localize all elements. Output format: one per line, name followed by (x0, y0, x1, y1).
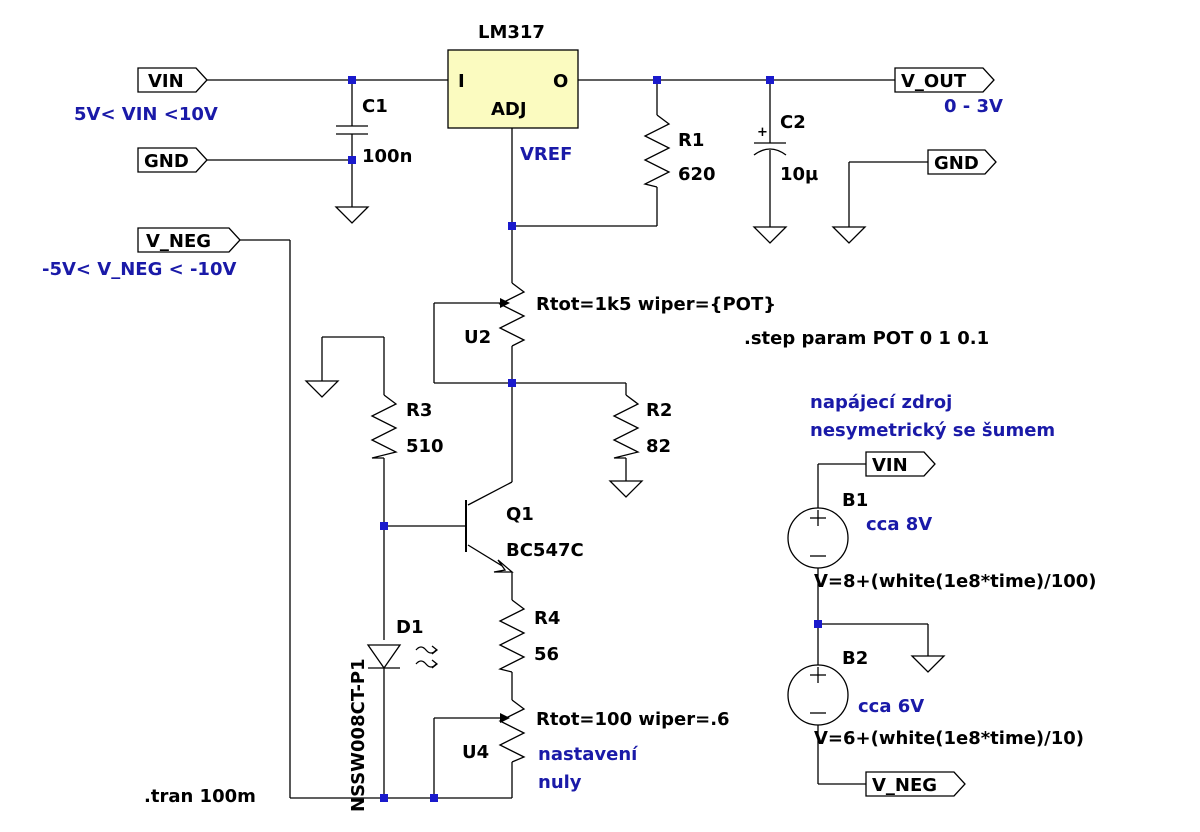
source-b1: B1 V=8+(white(1e8*time)/100) (787, 490, 1097, 592)
transistor-q1: Q1 BC547C (465, 500, 584, 573)
port-vin-top: VIN (137, 67, 208, 93)
svg-text:BC547C: BC547C (506, 540, 584, 561)
ground-symbols (304, 206, 946, 673)
port-v-neg-left: V_NEG (137, 227, 241, 253)
svg-text:620: 620 (678, 164, 716, 185)
svg-text:Rtot=1k5 wiper={POT}: Rtot=1k5 wiper={POT} (536, 294, 776, 315)
supply-note-line2: nesymetrický se šumem (810, 420, 1055, 441)
svg-text:V_NEG: V_NEG (872, 775, 937, 796)
lm317-label: LM317 (478, 22, 545, 43)
port-gnd-left: GND (137, 147, 208, 173)
vref-note: VREF (520, 144, 572, 165)
svg-text:82: 82 (646, 436, 671, 457)
junction-dots (348, 76, 822, 802)
led-d1: D1 NSSW008CT-P1 (348, 617, 439, 812)
potentiometer-u2: U2 Rtot=1k5 wiper={POT} (464, 282, 776, 348)
port-v-neg-right: V_NEG (865, 771, 966, 797)
resistor-r1: R1 620 (643, 114, 716, 188)
b1-note: cca 8V (866, 514, 932, 535)
svg-text:+: + (757, 125, 768, 140)
supply-note-line1: napájecí zdroj (810, 392, 952, 413)
lm317-pin-out: O (553, 71, 568, 92)
zero-note-line1: nastavení (538, 744, 638, 765)
svg-text:NSSW008CT-P1: NSSW008CT-P1 (348, 658, 369, 812)
svg-text:Rtot=100 wiper=.6: Rtot=100 wiper=.6 (536, 709, 730, 730)
tran-directive: .tran 100m (144, 786, 256, 807)
vin-range-note: 5V< VIN <10V (74, 104, 218, 125)
svg-text:B2: B2 (842, 648, 868, 669)
svg-text:VIN: VIN (148, 71, 184, 92)
port-v-out: V_OUT (894, 67, 995, 93)
resistor-r4: R4 56 (498, 590, 560, 673)
svg-text:GND: GND (934, 153, 979, 174)
port-gnd-right: GND (927, 149, 997, 175)
resistor-r3: R3 510 (370, 394, 444, 459)
b2-note: cca 6V (858, 696, 924, 717)
svg-text:U2: U2 (464, 327, 491, 348)
svg-text:R2: R2 (646, 400, 672, 421)
source-b2: B2 V=6+(white(1e8*time)/10) (787, 648, 1084, 749)
svg-text:D1: D1 (396, 617, 423, 638)
lm317-pin-adj: ADJ (491, 99, 527, 120)
svg-text:B1: B1 (842, 490, 868, 511)
svg-text:C2: C2 (780, 112, 806, 133)
svg-text:VIN: VIN (872, 455, 908, 476)
svg-text:56: 56 (534, 644, 559, 665)
annotations: 5V< VIN <10V 0 - 3V -5V< V_NEG < -10V VR… (42, 96, 1055, 793)
svg-text:V=8+(white(1e8*time)/100): V=8+(white(1e8*time)/100) (814, 571, 1097, 592)
svg-text:100n: 100n (362, 146, 412, 167)
svg-text:V_NEG: V_NEG (146, 231, 211, 252)
svg-text:R4: R4 (534, 608, 560, 629)
step-directive: .step param POT 0 1 0.1 (744, 328, 989, 349)
svg-text:U4: U4 (462, 742, 489, 763)
svg-text:GND: GND (144, 151, 189, 172)
potentiometer-u4: U4 Rtot=100 wiper=.6 (462, 699, 730, 763)
capacitor-c1: C1 100n (336, 96, 412, 167)
resistor-r2: R2 82 (612, 394, 672, 459)
svg-text:V=6+(white(1e8*time)/10): V=6+(white(1e8*time)/10) (814, 728, 1084, 749)
lm317-pin-in: I (458, 71, 465, 92)
svg-text:510: 510 (406, 436, 444, 457)
spice-directives: .step param POT 0 1 0.1 .tran 100m (144, 328, 989, 807)
svg-text:V_OUT: V_OUT (901, 71, 967, 92)
port-vin-right: VIN (865, 451, 936, 477)
vout-range-note: 0 - 3V (944, 96, 1003, 117)
svg-text:Q1: Q1 (506, 504, 534, 525)
zero-note-line2: nuly (538, 772, 582, 793)
vneg-range-note: -5V< V_NEG < -10V (42, 259, 236, 280)
svg-text:C1: C1 (362, 96, 388, 117)
svg-text:R3: R3 (406, 400, 432, 421)
svg-text:10µ: 10µ (780, 164, 818, 185)
capacitor-c2: + C2 10µ (753, 112, 818, 185)
svg-text:R1: R1 (678, 130, 704, 151)
lm317-regulator: LM317 I O ADJ (447, 22, 579, 129)
